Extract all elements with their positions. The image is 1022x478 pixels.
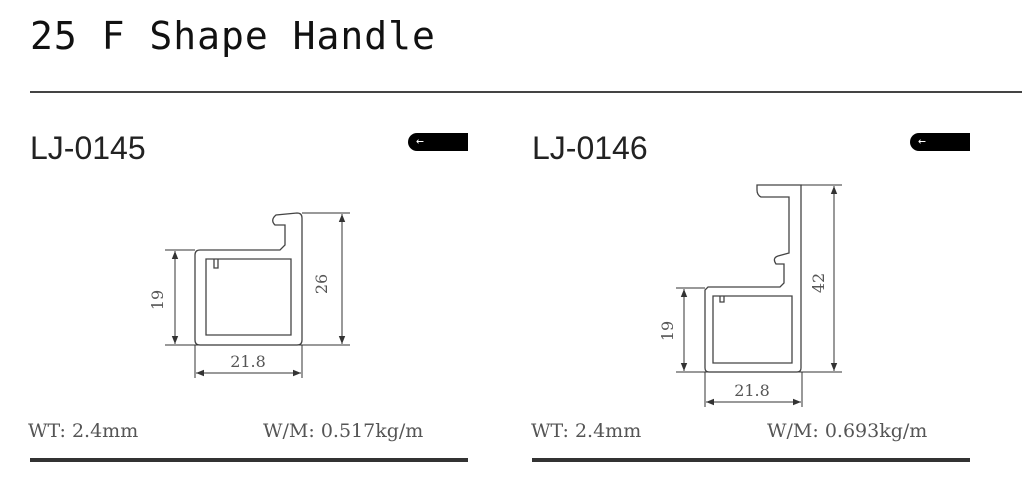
divider xyxy=(30,91,1022,93)
divider xyxy=(532,458,970,462)
product-code: LJ-0146 xyxy=(532,130,648,166)
back-button[interactable]: ← xyxy=(408,133,468,151)
dimension-height-small: 19 xyxy=(148,290,167,310)
divider xyxy=(30,458,468,462)
dimension-height-total: 26 xyxy=(312,274,331,294)
arrow-left-icon: ← xyxy=(918,134,926,149)
arrow-left-icon: ← xyxy=(416,134,424,149)
wall-thickness: WT: 2.4mm xyxy=(531,420,642,442)
back-button[interactable]: ← xyxy=(910,133,970,151)
weight-per-meter: W/M: 0.693kg/m xyxy=(767,420,928,442)
dimension-width: 21.8 xyxy=(734,381,770,400)
dimension-height-total: 42 xyxy=(809,273,828,293)
page-title: 25 F Shape Handle xyxy=(30,14,436,58)
dimension-height-small: 19 xyxy=(658,321,677,341)
product-code: LJ-0145 xyxy=(30,130,146,166)
dimension-width: 21.8 xyxy=(230,352,266,371)
profile-lj-0146 xyxy=(676,184,842,407)
profile-lj-0145 xyxy=(165,212,350,378)
wall-thickness: WT: 2.4mm xyxy=(28,420,139,442)
weight-per-meter: W/M: 0.517kg/m xyxy=(263,420,424,442)
